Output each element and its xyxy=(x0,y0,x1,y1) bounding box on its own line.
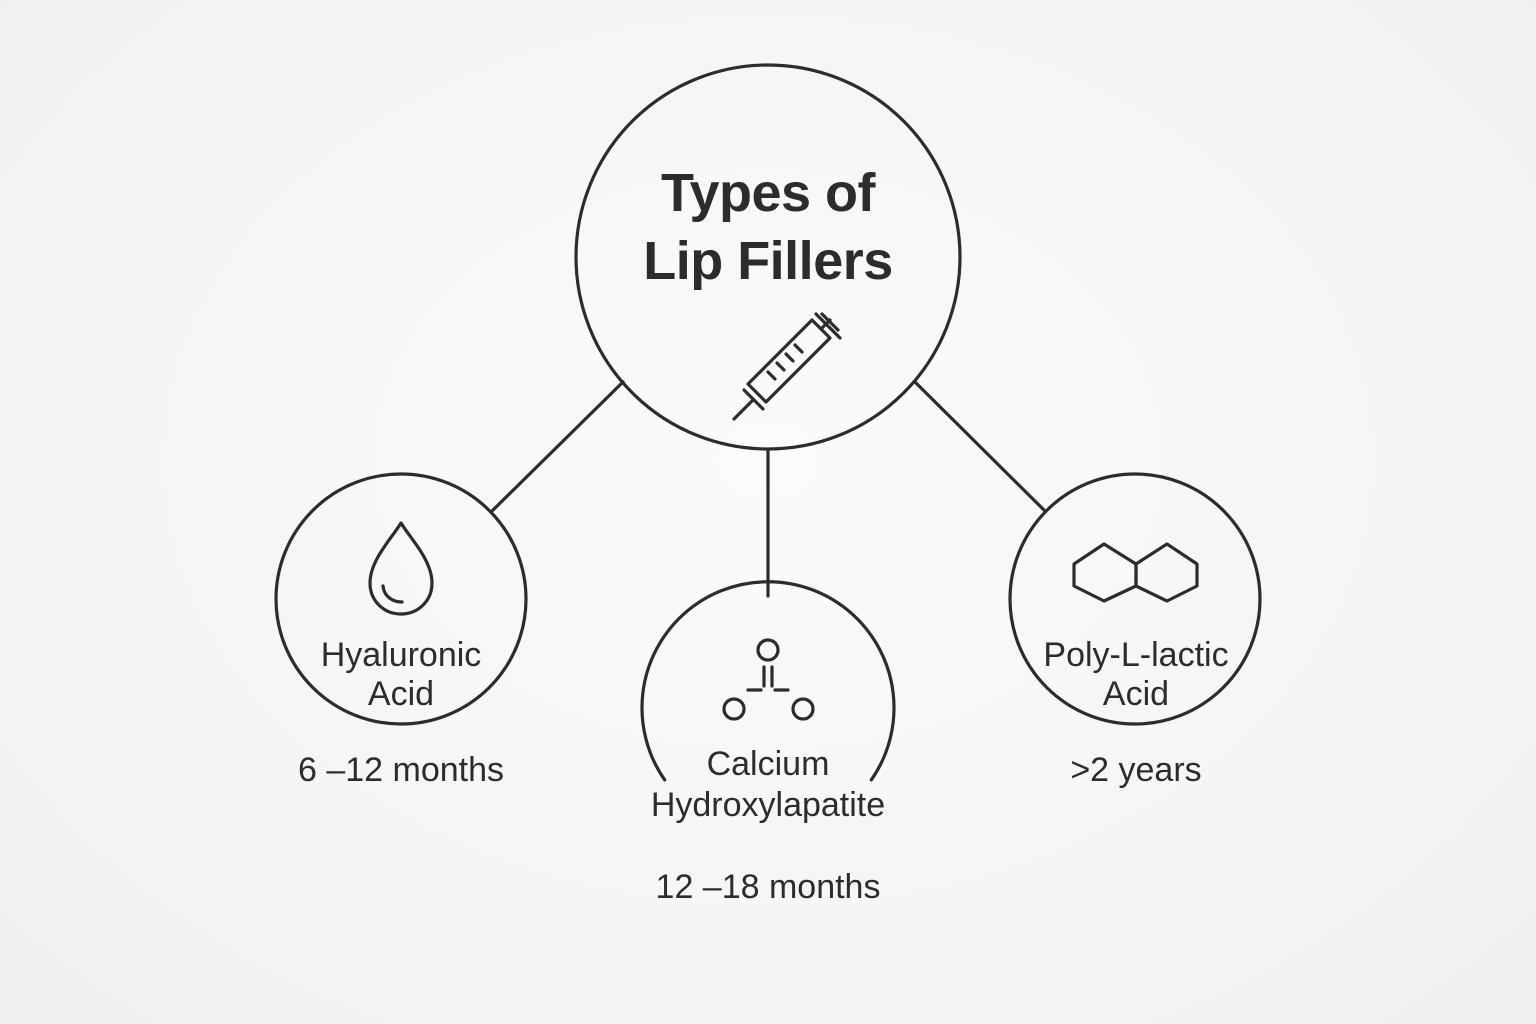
node-circle-poly-l-lactic-acid xyxy=(1008,472,1262,726)
node-label-poly-l-lactic-acid-line-2: Acid xyxy=(1102,675,1170,713)
node-circle-hyaluronic-acid xyxy=(274,472,528,726)
hexagon-rings-icon xyxy=(1072,542,1199,603)
duration-calcium-hydroxylapatite: 12 –18 months xyxy=(655,868,881,906)
diagram-title-line-1: Types of xyxy=(660,163,876,223)
molecule-icon xyxy=(722,638,815,721)
node-circle-calcium-hydroxylapatite xyxy=(640,580,896,782)
duration-hyaluronic-acid: 6 –12 months xyxy=(297,751,505,789)
droplet-icon xyxy=(368,521,434,616)
node-label-poly-l-lactic-acid-line-1: Poly-L-lactic xyxy=(1043,636,1229,674)
diagram-title-line-2: Lip Fillers xyxy=(643,231,893,291)
central-node-circle xyxy=(574,63,962,451)
node-label-calcium-hydroxylapatite-line-1: Calcium xyxy=(706,745,830,783)
connector-left xyxy=(490,380,625,513)
node-label-hyaluronic-acid-line-2: Acid xyxy=(367,675,435,713)
node-label-hyaluronic-acid-line-1: Hyaluronic xyxy=(320,636,482,674)
duration-poly-l-lactic-acid: >2 years xyxy=(1070,751,1202,789)
syringe-icon xyxy=(732,312,842,421)
connector-right xyxy=(913,380,1047,513)
node-label-calcium-hydroxylapatite-line-2: Hydroxylapatite xyxy=(650,786,886,824)
